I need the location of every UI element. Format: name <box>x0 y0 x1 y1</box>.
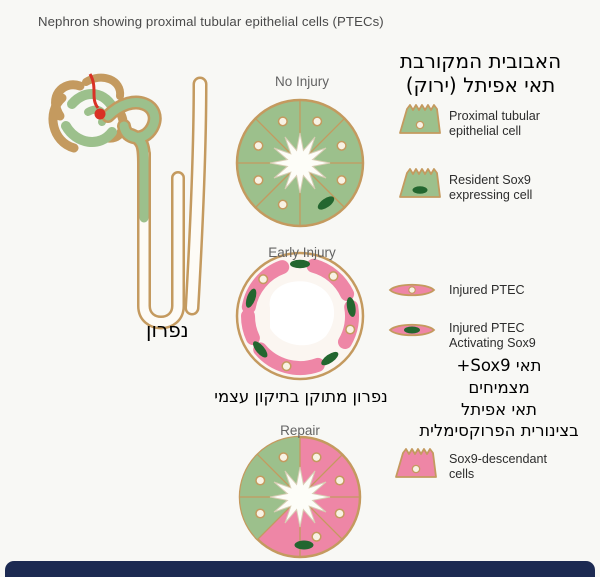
legend-glyph-ptec <box>399 104 441 134</box>
annotation-self-repaired-nephron: נפרון מתוקן בתיקון עצמי <box>214 387 388 406</box>
annotation-proximal-tubule-line2: תאי אפיתל (ירוק) <box>405 72 556 97</box>
legend-glyph-resident-sox9 <box>399 168 441 198</box>
sox9-activating-cells <box>245 259 356 366</box>
resident-sox9-cell <box>317 196 335 210</box>
legend-label-injured-ptec: Injured PTEC <box>449 283 525 297</box>
label-no-injury: No Injury <box>274 74 330 89</box>
legend-label-injured-ptec-sox9: Injured PTEC Activating Sox9 <box>449 321 536 351</box>
surviving-green-cells <box>240 437 300 540</box>
label-repair: Repair <box>280 423 320 438</box>
repair-cross-section <box>238 435 362 559</box>
early-injury-cross-section <box>235 251 365 381</box>
legend-label-resident-sox9: Resident Sox9 expressing cell <box>449 173 533 203</box>
arteriole-red <box>88 73 106 120</box>
annotation-sox9-line2: מצמיחים <box>468 377 530 397</box>
legend-glyph-injured-ptec <box>389 283 435 297</box>
sox9-cell <box>294 540 314 550</box>
nephron-illustration <box>48 73 208 330</box>
bottom-bar <box>5 561 595 577</box>
label-early-injury: Early Injury <box>268 245 336 260</box>
annotation-sox9-line4: בצינורית הפרוקסימלית <box>419 421 579 441</box>
no-injury-cross-section <box>235 98 365 228</box>
annotation-proximal-tubule: האבובית המקורבת תאי אפיתל (ירוק) <box>373 49 588 97</box>
annotation-nephron: נפרון <box>146 318 189 342</box>
annotation-sox9-line1: תאי Sox9+ <box>456 356 542 375</box>
annotation-sox9-cells: תאי Sox9+ מצמיחים תאי אפיתל בצינורית הפר… <box>404 355 594 442</box>
legend-glyph-injured-ptec-sox9 <box>389 323 435 337</box>
annotation-sox9-line3: תאי אפיתל <box>460 399 538 419</box>
annotation-proximal-tubule-line1: האבובית המקורבת <box>399 49 562 73</box>
legend-glyph-sox9-descendant <box>395 448 437 478</box>
legend-label-ptec: Proximal tubular epithelial cell <box>449 109 540 139</box>
diagram-title: Nephron showing proximal tubular epithel… <box>38 14 384 29</box>
legend-label-sox9-descendant: Sox9-descendant cells <box>449 452 548 482</box>
